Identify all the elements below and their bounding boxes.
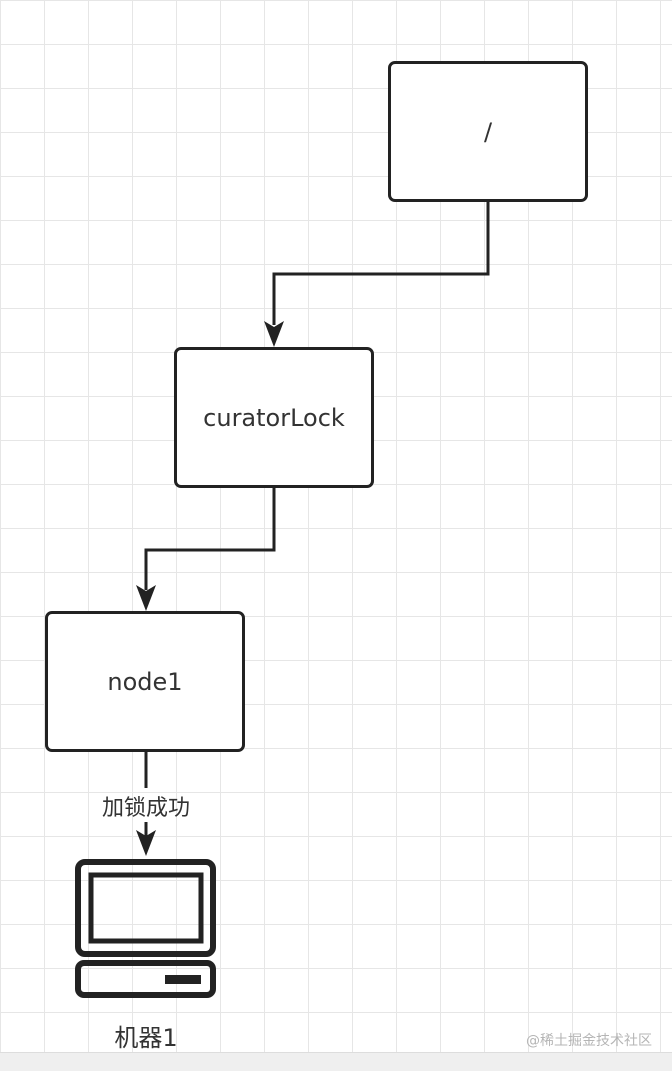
watermark: @稀土掘金技术社区 <box>526 1033 652 1049</box>
edge-label-lock-success: 加锁成功 <box>101 796 190 821</box>
arrowhead-machine <box>136 830 156 856</box>
computer-icon <box>75 859 216 998</box>
node-curatorlock-label: curatorLock <box>203 403 345 432</box>
connector-root-to-curatorlock <box>272 202 490 325</box>
node-node1-label: node1 <box>107 667 183 696</box>
bottom-scrollbar[interactable] <box>0 1052 672 1071</box>
machine-label: 机器1 <box>114 1024 178 1052</box>
arrowhead-curatorlock <box>264 321 284 347</box>
node-root[interactable]: / <box>388 61 588 202</box>
node-root-label: / <box>483 117 493 146</box>
node-node1[interactable]: node1 <box>45 611 245 752</box>
node-curatorlock[interactable]: curatorLock <box>174 347 374 488</box>
arrowhead-node1 <box>136 585 156 611</box>
connector-curatorlock-to-node1 <box>144 488 276 590</box>
